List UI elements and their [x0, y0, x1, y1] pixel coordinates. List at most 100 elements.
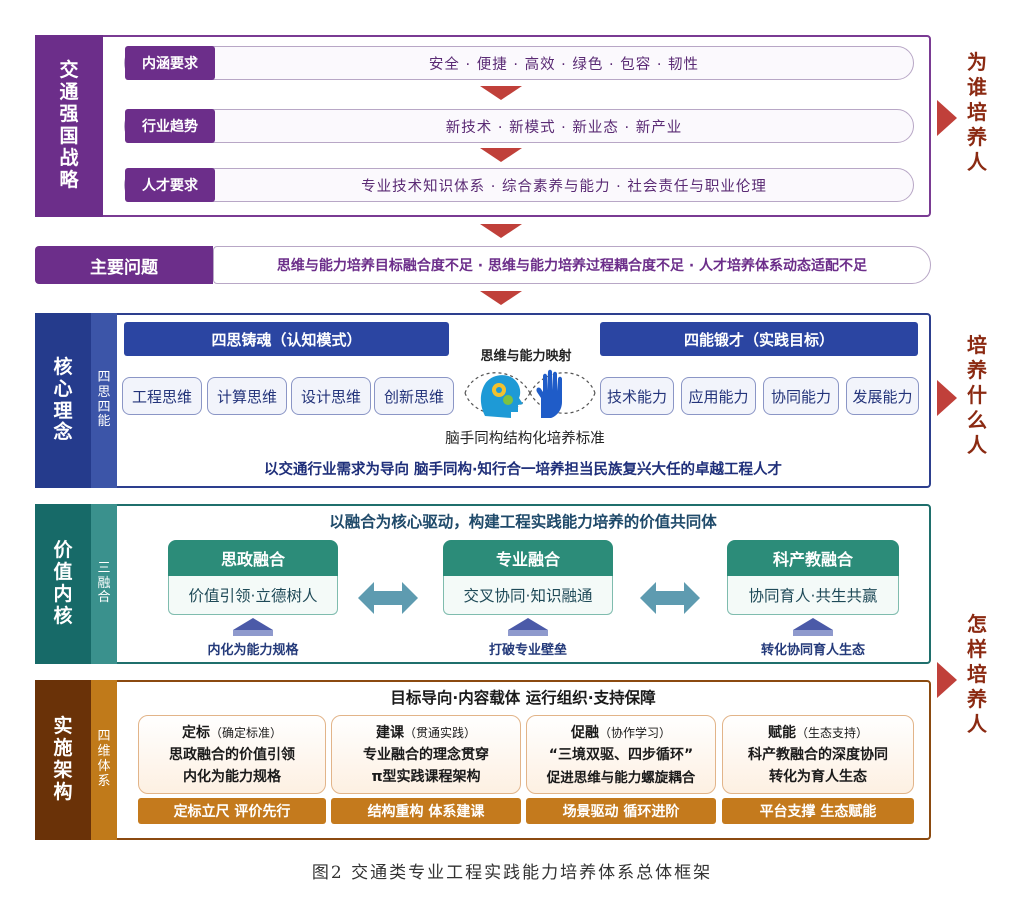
right-arrow-icon — [937, 662, 957, 698]
vertical-char: 样 — [967, 637, 987, 661]
vertical-char: 架 — [53, 759, 73, 781]
impl-card-standard: 定标（确定标准） 思政融合的价值引领 内化为能力规格 定标立尺 评价先行 — [138, 715, 326, 824]
impl-card-line1: 思政融合的价值引领 — [169, 747, 295, 763]
value-card-ideological: 思政融合 价值引领·立德树人 — [168, 540, 338, 615]
vertical-char: 战 — [59, 146, 79, 169]
row-text: 新技术 · 新模式 · 新业态 · 新产业 — [445, 119, 683, 136]
value-sub-label: 三融合 — [91, 504, 117, 664]
vertical-char: 交 — [59, 59, 79, 82]
impl-card-hint: （协作学习） — [598, 726, 671, 740]
vertical-char: 什 — [967, 383, 987, 407]
vertical-char: 价 — [53, 539, 73, 562]
value-title: 以融合为核心驱动，构建工程实践能力培养的价值共同体 — [329, 513, 717, 531]
vertical-char: 核 — [53, 355, 73, 378]
four-ability-title: 四能锻才（实践目标） — [600, 322, 918, 356]
vertical-char: 人 — [967, 433, 987, 457]
value-card-professional: 专业融合 交叉协同·知识融通 — [443, 540, 613, 615]
thinking-engineering: 工程思维 — [122, 377, 202, 415]
vertical-char: 能 — [97, 414, 111, 430]
impl-card-integration: 促融（协作学习） “三境双驱、四步循环” 促进思维与能力螺旋耦合 场景驱动 循环… — [526, 715, 716, 824]
vertical-char: 怎 — [967, 612, 987, 636]
core-bottom-text: 以交通行业需求为导向 脑手同构·知行合一培养担当民族复兴大任的卓越工程人才 — [263, 462, 783, 478]
vertical-char: 融 — [97, 575, 111, 591]
vertical-char: 国 — [59, 125, 79, 147]
impl-card-line1: “三境双驱、四步循环” — [548, 747, 694, 763]
double-arrow-icon — [358, 582, 418, 614]
vertical-char: 强 — [59, 103, 79, 126]
four-thinking-title: 四思铸魂（认知模式） — [124, 322, 449, 356]
impl-card-line2: 促进思维与能力螺旋耦合 — [546, 770, 696, 786]
row-tag: 人才要求 — [125, 168, 215, 202]
side-question-1: 为谁培养人 — [962, 50, 992, 175]
impl-sub-label: 四维体系 — [91, 680, 117, 840]
value-card-head: 专业融合 — [443, 540, 613, 576]
up-arrow-base — [233, 630, 273, 636]
core-sub-label: 四思四能 — [91, 313, 117, 488]
impl-card-name: 促融 — [570, 725, 599, 741]
impl-card-hint: （生态支持） — [795, 726, 868, 740]
thinking-design: 设计思维 — [291, 377, 371, 415]
value-card-industry: 科产教融合 协同育人·共生共赢 — [727, 540, 899, 615]
vertical-char: 实 — [53, 715, 73, 738]
thinking-innovation: 创新思维 — [374, 377, 454, 415]
main-problem-text: 思维与能力培养目标融合度不足 · 思维与能力培养过程耦合度不足 · 人才培养体系… — [213, 246, 931, 284]
vertical-char: 理 — [53, 399, 73, 422]
down-arrow-icon — [480, 224, 522, 238]
ability-application: 应用能力 — [681, 377, 756, 415]
value-card-note: 转化协同育人生态 — [760, 643, 865, 658]
brain-hand-icon — [464, 369, 596, 418]
down-arrow-icon — [480, 291, 522, 305]
vertical-char: 养 — [967, 687, 987, 711]
thinking-computing: 计算思维 — [207, 377, 287, 415]
impl-card-body: 赋能（生态支持） 科产教融合的深度协同 转化为育人生态 — [722, 715, 914, 794]
vertical-char: 核 — [53, 604, 73, 627]
impl-title: 目标导向·内容载体 运行组织·支持保障 — [390, 689, 656, 707]
impl-card-hint: （确定标准） — [209, 726, 282, 740]
impl-side-label: 实施架构 — [35, 680, 91, 840]
value-card-note: 内化为能力规格 — [207, 643, 299, 658]
strategy-row-3: 人才要求 专业技术知识体系 · 综合素养与能力 · 社会责任与职业伦理 — [124, 168, 914, 202]
value-card-body: 交叉协同·知识融通 — [443, 576, 613, 615]
vertical-char: 值 — [53, 561, 73, 584]
right-arrow-icon — [937, 380, 957, 416]
value-card-note: 打破专业壁垒 — [488, 643, 567, 658]
impl-card-body: 促融（协作学习） “三境双驱、四步循环” 促进思维与能力螺旋耦合 — [526, 715, 716, 794]
impl-card-name: 定标 — [181, 725, 210, 741]
value-side-label: 价值内核 — [35, 504, 91, 664]
strategy-side-label: 交通强国战略 — [35, 35, 103, 217]
core-side-label: 核心理念 — [35, 313, 91, 488]
vertical-char: 略 — [59, 168, 79, 191]
figure-caption: 图2 交通类专业工程实践能力培养体系总体框架 — [311, 863, 713, 883]
up-arrow-icon — [793, 618, 833, 630]
vertical-char: 培 — [967, 662, 987, 686]
vertical-char: 四 — [97, 729, 111, 745]
impl-card-empower: 赋能（生态支持） 科产教融合的深度协同 转化为育人生态 平台支撑 生态赋能 — [722, 715, 914, 824]
impl-card-course: 建课（贯通实践） 专业融合的理念贯穿 π型实践课程架构 结构重构 体系建课 — [331, 715, 521, 824]
vertical-char: 么 — [967, 408, 987, 432]
vertical-char: 养 — [967, 358, 987, 382]
vertical-char: 念 — [53, 421, 73, 444]
vertical-char: 合 — [97, 590, 111, 606]
value-card-head: 思政融合 — [168, 540, 338, 576]
vertical-char: 人 — [967, 712, 987, 736]
impl-card-name: 赋能 — [767, 725, 796, 741]
vertical-char: 谁 — [967, 75, 987, 99]
down-arrow-icon — [480, 86, 522, 100]
impl-card-hint: （贯通实践） — [403, 726, 476, 740]
vertical-char: 为 — [967, 50, 987, 74]
impl-card-body: 定标（确定标准） 思政融合的价值引领 内化为能力规格 — [138, 715, 326, 794]
up-arrow-base — [508, 630, 548, 636]
row-tag: 内涵要求 — [125, 46, 215, 80]
vertical-char: 四 — [97, 369, 111, 385]
vertical-char: 维 — [97, 744, 111, 760]
vertical-char: 培 — [967, 100, 987, 124]
double-arrow-icon — [640, 582, 700, 614]
row-text: 专业技术知识体系 · 综合素养与能力 · 社会责任与职业伦理 — [361, 178, 767, 195]
side-question-3: 怎样培养人 — [962, 612, 992, 737]
mapping-label: 思维与能力映射 — [480, 349, 572, 364]
down-arrow-icon — [480, 148, 522, 162]
value-card-head: 科产教融合 — [727, 540, 899, 576]
strategy-row-1: 内涵要求 安全 · 便捷 · 高效 · 绿色 · 包容 · 韧性 — [124, 46, 914, 80]
vertical-char: 培 — [967, 333, 987, 357]
impl-card-bar: 定标立尺 评价先行 — [138, 798, 326, 824]
